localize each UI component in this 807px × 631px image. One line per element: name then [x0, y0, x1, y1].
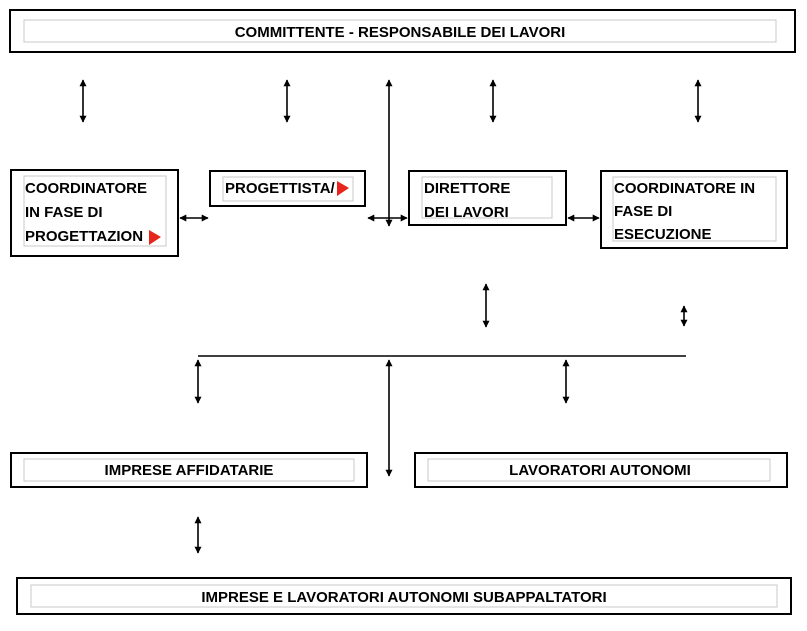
lavoratori-autonomi-box: LAVORATORI AUTONOMI: [414, 452, 788, 488]
imprese-affidatarie-label: IMPRESE AFFIDATARIE: [105, 462, 274, 479]
committente-box: COMMITTENTE - RESPONSABILE DEI LAVORI: [9, 9, 796, 53]
coordinatore-progettazione-line-2: IN FASE DI: [25, 204, 103, 221]
progettista-box: PROGETTISTA/: [209, 170, 366, 207]
coordinatore-esecuzione-line-2: FASE DI: [614, 203, 672, 220]
coordinatore-esecuzione-line-1: COORDINATORE IN: [614, 180, 755, 197]
coordinatore-esecuzione-line-3: ESECUZIONE: [614, 226, 712, 243]
subappaltatori-label: IMPRESE E LAVORATORI AUTONOMI SUBAPPALTA…: [201, 589, 606, 606]
subappaltatori-box: IMPRESE E LAVORATORI AUTONOMI SUBAPPALTA…: [16, 577, 792, 615]
overflow-marker-icon: [149, 230, 161, 245]
direttore-lavori-box: DIRETTORE DEI LAVORI: [408, 170, 567, 226]
direttore-lavori-line-1: DIRETTORE: [424, 180, 510, 197]
coordinatore-esecuzione-box: COORDINATORE IN FASE DI ESECUZIONE: [600, 170, 788, 249]
committente-label: COMMITTENTE - RESPONSABILE DEI LAVORI: [235, 24, 566, 41]
coordinatore-progettazione-box: COORDINATORE IN FASE DI PROGETTAZION: [10, 169, 179, 257]
imprese-affidatarie-box: IMPRESE AFFIDATARIE: [10, 452, 368, 488]
coordinatore-progettazione-line-3: PROGETTAZION: [25, 228, 143, 245]
overflow-marker-icon: [337, 181, 349, 196]
progettista-label: PROGETTISTA/: [225, 180, 336, 197]
lavoratori-autonomi-label: LAVORATORI AUTONOMI: [509, 462, 691, 479]
direttore-lavori-line-2: DEI LAVORI: [424, 204, 509, 221]
coordinatore-progettazione-line-1: COORDINATORE: [25, 180, 147, 197]
